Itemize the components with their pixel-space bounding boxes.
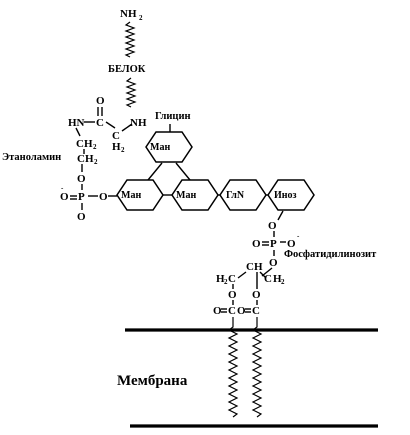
ino-o-bond bbox=[277, 210, 284, 221]
glycerol-c3-c: C bbox=[264, 273, 272, 285]
phosphate1-o-left: O bbox=[60, 191, 69, 203]
glycerol-c3-h: H bbox=[273, 273, 282, 285]
phosphate2-o-bottom: O bbox=[269, 257, 278, 269]
phosphatidylinositol-label: Фосфатидилинозит bbox=[284, 249, 377, 260]
hn-ch2-bond bbox=[75, 127, 81, 137]
ethanolamine-ch-2: CH bbox=[77, 153, 94, 165]
ester2-o-dbl: O bbox=[237, 305, 246, 317]
glycine-label: Глицин bbox=[155, 111, 191, 122]
ino-o-label: O bbox=[268, 220, 277, 232]
glycerol-c3-sub: 2 bbox=[281, 278, 285, 286]
amide-carbon-label: C bbox=[96, 117, 104, 129]
ch2-nh-bond bbox=[121, 123, 133, 132]
glycerol-c2-label: CH bbox=[246, 261, 263, 273]
ethanolamine-ch-1-sub: 2 bbox=[93, 143, 97, 151]
phosphate1-o-right: O bbox=[99, 191, 108, 203]
ester1-o-dbl: O bbox=[213, 305, 222, 317]
ester2-c-label: C bbox=[252, 305, 260, 317]
ester1-c-label: C bbox=[228, 305, 236, 317]
glycerol-bond-2 bbox=[259, 271, 267, 279]
bond-mantop-manmid bbox=[175, 162, 191, 181]
phosphate2-minus: - bbox=[297, 232, 300, 240]
phosphate1-p-label: P bbox=[78, 191, 85, 203]
glycine-nh-label: NH bbox=[130, 117, 147, 129]
fatty-acid-chain-2 bbox=[251, 317, 263, 418]
ethanolamine-ch-1: CH bbox=[76, 138, 93, 150]
glycerol-c1-h: H bbox=[216, 273, 225, 285]
sugar-ring-man-top bbox=[145, 131, 193, 163]
phosphate2-o-minus: O bbox=[287, 238, 296, 250]
ethanolamine-o-label: O bbox=[77, 173, 86, 185]
ester2-o-label: O bbox=[252, 289, 261, 301]
sugar-man-mid-label: Ман bbox=[176, 190, 196, 201]
phosphate2-p-label: P bbox=[270, 238, 277, 250]
glycine-carbon-label: C bbox=[112, 130, 120, 142]
sugar-man-top-label: Ман bbox=[150, 142, 170, 153]
glycine-h-subscript: 2 bbox=[121, 146, 125, 154]
amide-oxygen-label: O bbox=[96, 95, 105, 107]
membrane-label: Мембрана bbox=[117, 373, 188, 389]
protein-nh2-subscript: 2 bbox=[139, 14, 143, 22]
phosphate1-o-bottom: O bbox=[77, 211, 86, 223]
phosphate1-minus: - bbox=[61, 184, 64, 192]
phosphate2-o-left: O bbox=[252, 238, 261, 250]
protein-label: БЕЛОК bbox=[108, 64, 146, 75]
bond-mantop-manleft bbox=[147, 162, 163, 181]
ester1-o-label: O bbox=[228, 289, 237, 301]
sugar-ring-man-left bbox=[116, 179, 164, 211]
glycerol-bond-1 bbox=[237, 271, 247, 279]
sugar-man-left-label: Ман bbox=[121, 190, 141, 201]
ethanolamine-ch-2-sub: 2 bbox=[94, 158, 98, 166]
glycerol-c1-c: C bbox=[228, 273, 236, 285]
protein-chain-lower bbox=[125, 77, 137, 108]
glycerol-c1-sub: 2 bbox=[224, 278, 228, 286]
fatty-acid-chain-1 bbox=[227, 317, 239, 418]
sugar-ino-label: Инoз bbox=[274, 190, 297, 201]
c-ch2-bond bbox=[105, 121, 116, 129]
sugar-glcn-label: ГлN bbox=[226, 190, 245, 201]
amide-hn-label: HN bbox=[68, 117, 85, 129]
o-ch2-glycerol-bond bbox=[261, 267, 273, 277]
protein-chain-upper bbox=[124, 21, 136, 58]
protein-nh2-label: NH bbox=[120, 8, 137, 20]
ethanolamine-label: Этаноламин bbox=[2, 152, 61, 163]
glycine-h-label: H bbox=[112, 141, 121, 153]
